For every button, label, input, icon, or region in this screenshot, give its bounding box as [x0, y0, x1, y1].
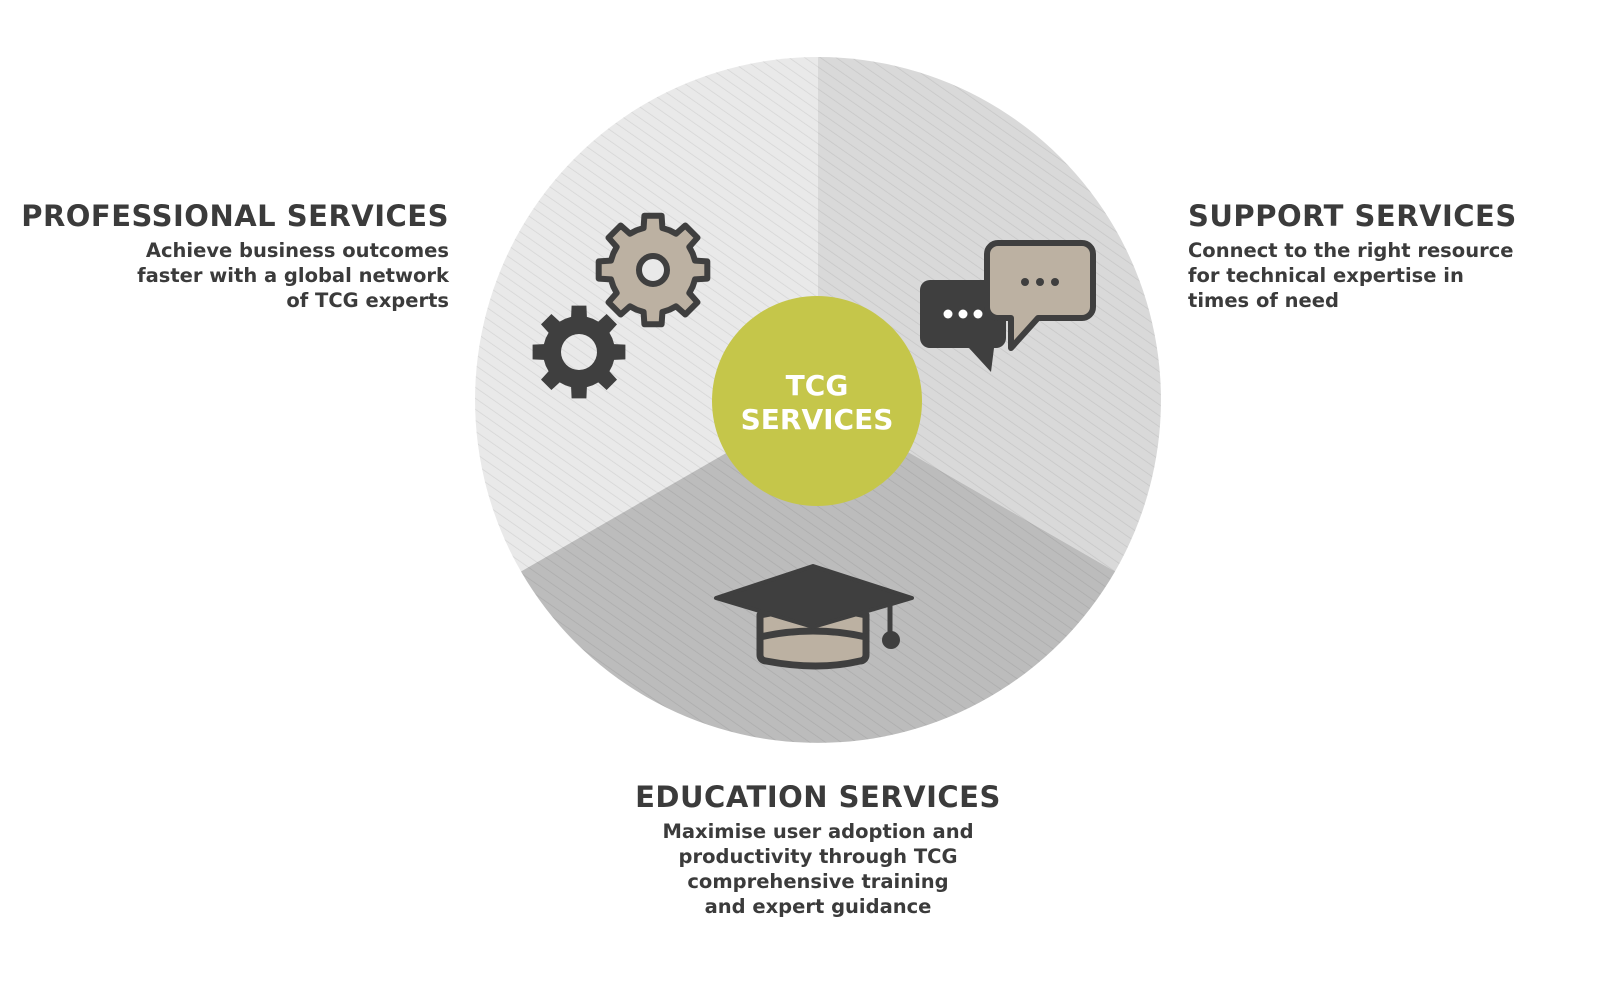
center-label-line2: SERVICES: [741, 403, 894, 436]
professional-services-title: PROFESSIONAL SERVICES: [21, 199, 449, 233]
education-services-title: EDUCATION SERVICES: [635, 780, 1001, 814]
center-circle: [712, 296, 922, 506]
education-services-line: comprehensive training: [687, 870, 949, 893]
professional-services-line: faster with a global network: [137, 264, 449, 287]
graduation-cap-icon: [714, 564, 914, 670]
center-label-line1: TCG: [786, 369, 849, 402]
support-services-line: times of need: [1188, 289, 1339, 312]
professional-services-line: Achieve business outcomes: [145, 239, 449, 262]
support-services-line: for technical expertise in: [1188, 264, 1464, 287]
support-services-title: SUPPORT SERVICES: [1188, 199, 1517, 233]
gears-icon: [532, 212, 711, 399]
chat-bubbles-icon: [920, 240, 1096, 372]
education-services-line: and expert guidance: [704, 895, 932, 918]
support-services-block: SUPPORT SERVICES Connect to the right re…: [1188, 199, 1517, 313]
support-services-line: Connect to the right resource: [1188, 239, 1514, 262]
education-services-line: productivity through TCG: [678, 845, 958, 868]
professional-services-block: PROFESSIONAL SERVICES Achieve business o…: [21, 199, 449, 313]
education-services-line: Maximise user adoption and: [662, 820, 974, 843]
professional-services-line: of TCG experts: [286, 289, 449, 312]
education-services-block: EDUCATION SERVICES Maximise user adoptio…: [568, 780, 1068, 919]
